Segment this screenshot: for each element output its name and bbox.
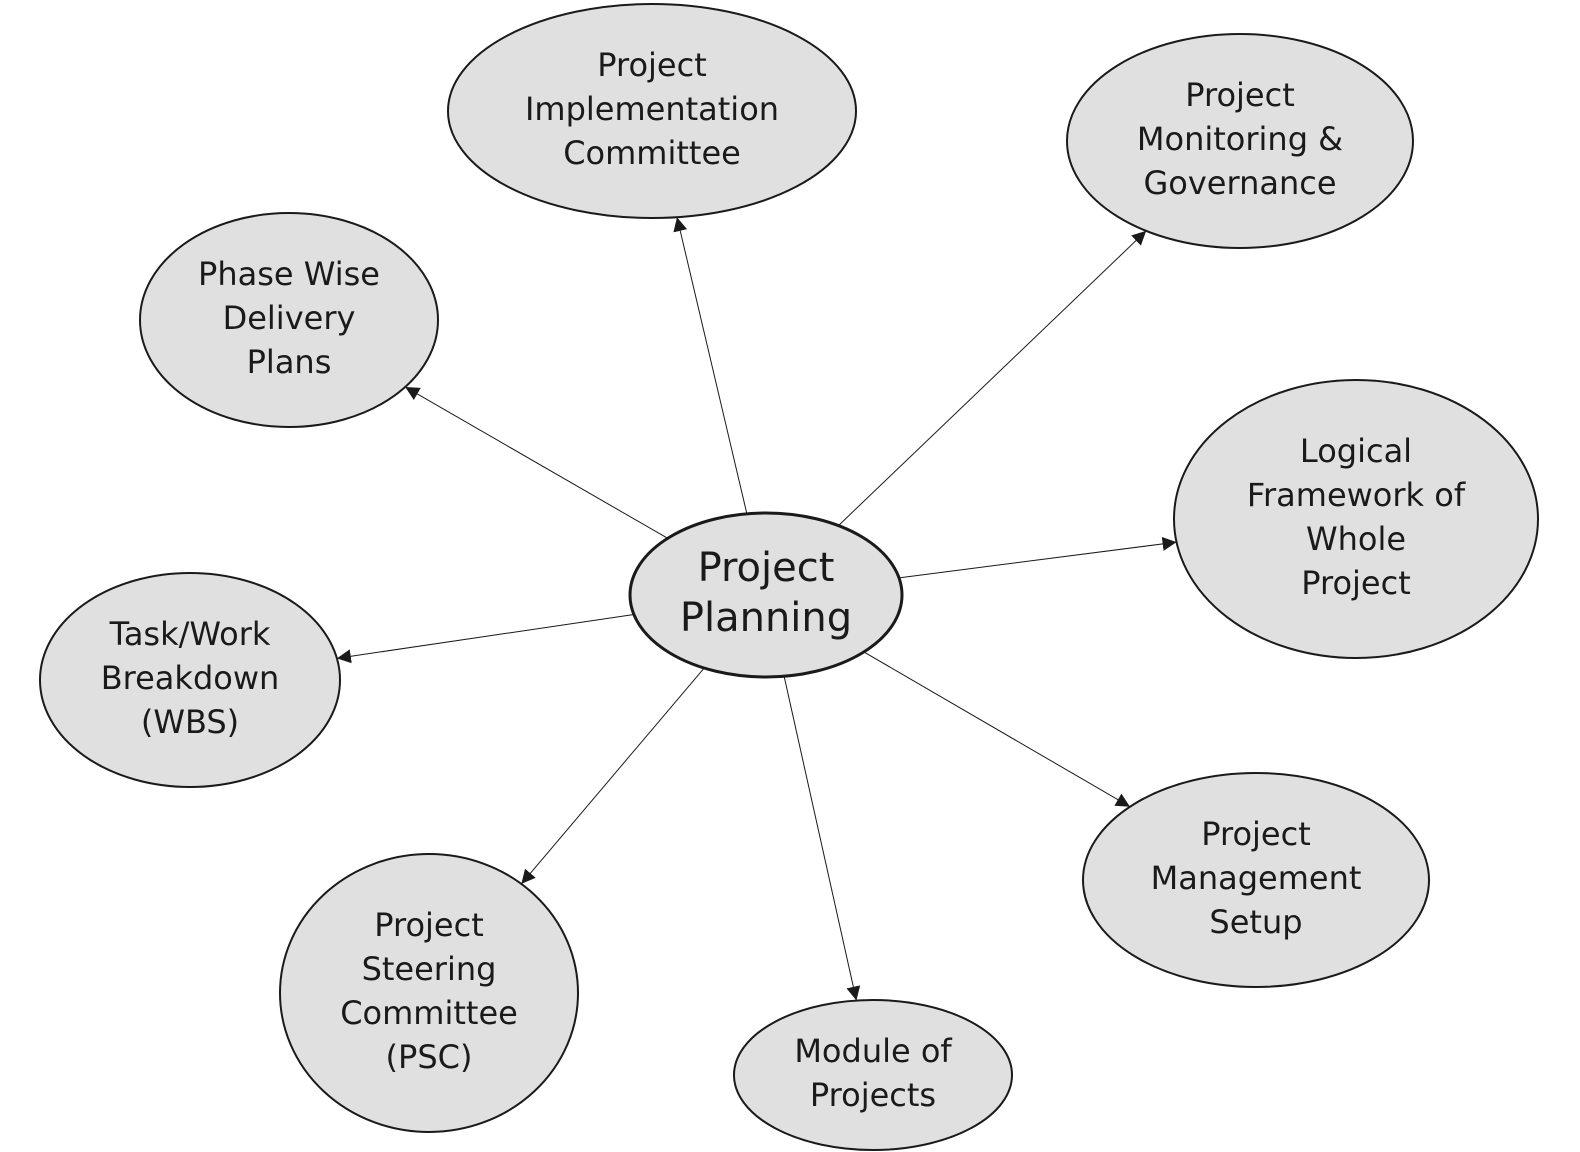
- node-label-line: Project: [1301, 564, 1410, 602]
- node-label-line: Project: [1185, 76, 1294, 114]
- node-ellipse-project-planning: [628, 511, 904, 679]
- node-label-line: Project: [597, 46, 706, 84]
- edge-arrow-to-project-implementation-committee: [673, 217, 748, 514]
- node-ellipse-task-work-breakdown: [39, 572, 341, 788]
- node-label-line: Project: [698, 545, 835, 591]
- node-label-line: Setup: [1209, 903, 1302, 941]
- node-ellipse-project-management-setup: [1082, 772, 1430, 988]
- node-label-line: Plans: [247, 343, 332, 381]
- node-label-line: Project: [374, 906, 483, 944]
- node-label-line: Implementation: [525, 90, 779, 128]
- node-label-line: Projects: [810, 1076, 936, 1114]
- node-ellipse-phase-wise-delivery-plans: [139, 212, 439, 428]
- edge-arrow-to-task-work-breakdown: [336, 613, 634, 664]
- node-label-line: Whole: [1306, 520, 1406, 558]
- node-ellipse-logical-framework: [1173, 379, 1539, 659]
- node-label-line: (PSC): [386, 1038, 473, 1076]
- node-label-line: Steering: [362, 950, 497, 988]
- edges-layer: [336, 217, 1177, 1001]
- node-label-line: Committee: [340, 994, 518, 1032]
- node-label-line: Phase Wise: [198, 255, 380, 293]
- edge-arrow-to-module-of-projects: [783, 676, 861, 1001]
- edge-arrow-to-phase-wise-delivery-plans: [404, 386, 668, 539]
- node-ellipse-project-steering-committee: [279, 853, 579, 1133]
- node-label-line: Delivery: [223, 299, 356, 337]
- node-label-line: Module of: [794, 1032, 952, 1070]
- node-ellipse-project-implementation-committee: [447, 3, 857, 219]
- node-label-module-of-projects: Module of Projects: [794, 1032, 952, 1114]
- node-label-line: Monitoring &: [1137, 120, 1343, 158]
- edge-arrow-to-project-steering-committee: [520, 667, 705, 885]
- node-ellipse-project-monitoring-governance: [1066, 33, 1414, 249]
- node-label-line: Committee: [563, 134, 741, 172]
- node-label-line: Logical: [1300, 432, 1412, 470]
- node-label-line: Planning: [680, 595, 852, 641]
- node-label-line: Task/Work: [109, 615, 271, 653]
- node-ellipse-module-of-projects: [733, 999, 1013, 1151]
- node-module-of-projects: Module of Projects: [733, 999, 1013, 1151]
- node-label-line: Project: [1201, 815, 1310, 853]
- node-label-line: Framework of: [1247, 476, 1466, 514]
- node-label-line: (WBS): [141, 703, 239, 741]
- node-label-line: Breakdown: [101, 659, 280, 697]
- node-label-line: Governance: [1143, 164, 1336, 202]
- edge-arrow-to-logical-framework: [898, 536, 1177, 579]
- node-label-line: Management: [1151, 859, 1362, 897]
- edge-arrow-to-project-management-setup: [863, 651, 1131, 808]
- edge-arrow-to-project-monitoring-governance: [838, 230, 1147, 526]
